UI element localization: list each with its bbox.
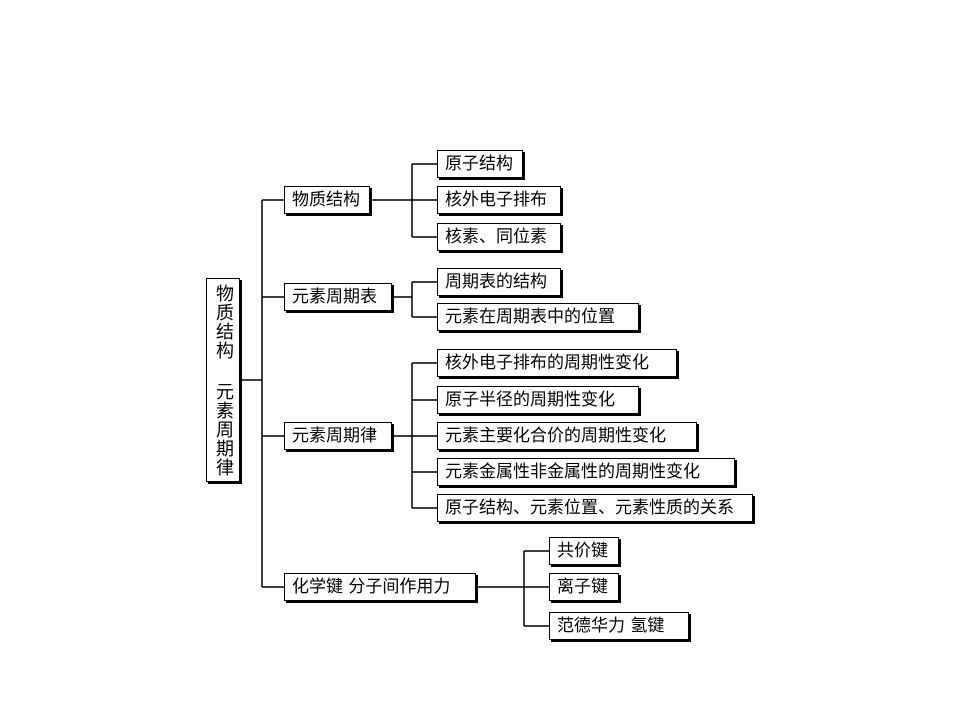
leaf-node: 离子键 [549,573,619,601]
leaf-node: 范德华力 氢键 [549,612,689,640]
leaf-node: 原子半径的周期性变化 [437,386,639,414]
branch-node-chemical-bond: 化学键 分子间作用力 [284,573,476,601]
branch-node-periodic-table: 元素周期表 [284,283,392,311]
root-node: 物质结构 元素周期律 [206,278,240,482]
leaf-node: 核素、同位素 [437,223,561,251]
leaf-node: 元素主要化合价的周期性变化 [437,422,697,450]
branch-node-periodic-law: 元素周期律 [284,422,392,450]
leaf-node: 核外电子排布 [437,186,561,214]
leaf-node: 共价键 [549,537,619,565]
branch-node-structure: 物质结构 [284,186,370,214]
leaf-node: 原子结构 [437,150,523,178]
leaf-node: 元素在周期表中的位置 [437,303,639,331]
leaf-node: 周期表的结构 [437,268,561,296]
leaf-node: 核外电子排布的周期性变化 [437,349,677,377]
leaf-node: 原子结构、元素位置、元素性质的关系 [437,494,753,522]
leaf-node: 元素金属性非金属性的周期性变化 [437,458,735,486]
